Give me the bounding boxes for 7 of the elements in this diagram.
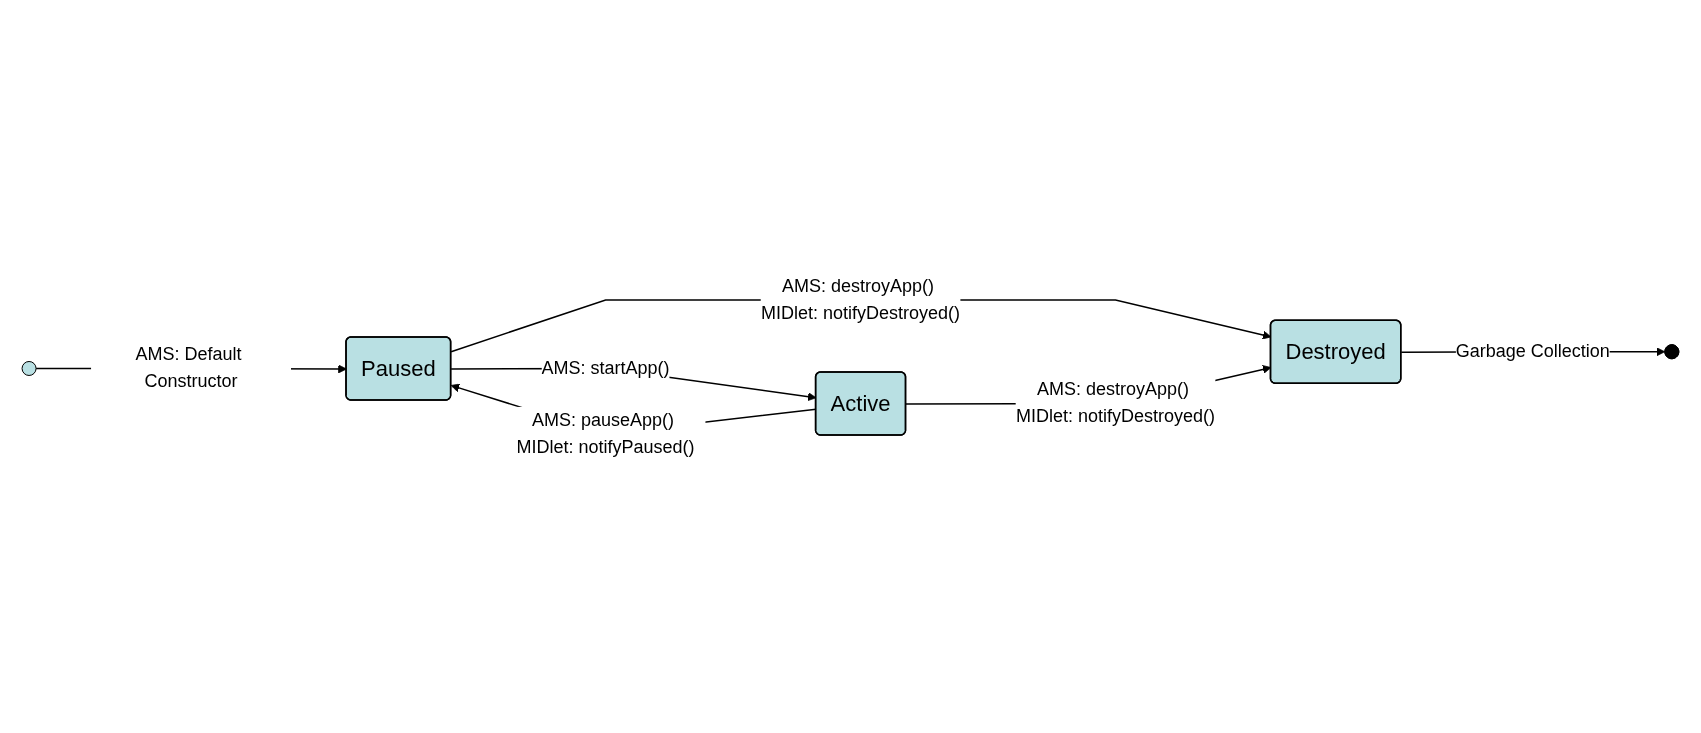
edge-label: AMS: pauseApp() MIDlet: notifyPaused() xyxy=(516,409,695,457)
edge-label: AMS: startApp() xyxy=(541,357,670,378)
edge-label: AMS: Default Constructor xyxy=(135,344,242,392)
node-circle xyxy=(21,360,37,376)
edge-label: Garbage Collection xyxy=(1455,340,1610,361)
edge-label: AMS: destroyApp() MIDlet: notifyDestroyed() xyxy=(1016,379,1216,427)
edge-label: AMS: destroyApp() MIDlet: notifyDestroyed() xyxy=(761,275,961,323)
